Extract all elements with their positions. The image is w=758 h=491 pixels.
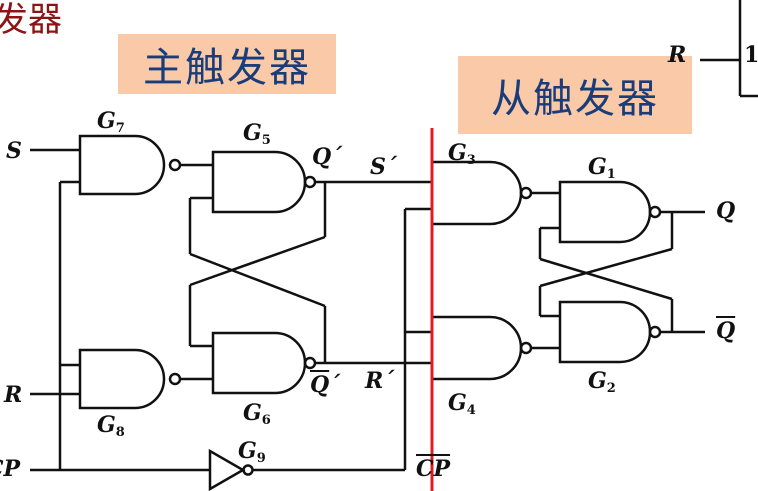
gate-g2 <box>558 300 652 364</box>
signal-r-prime-label: R´ <box>365 368 395 394</box>
signal-s-prime-label: S´ <box>370 154 397 180</box>
slave-flipflop-text: 从触发器 <box>491 76 659 122</box>
gate-g2-label: G2 <box>588 368 616 396</box>
gate-g7-label: G7 <box>97 108 125 136</box>
gate-g4-label: G4 <box>448 390 476 418</box>
gate-g8-label: G8 <box>97 412 125 440</box>
gate-g7-bubble <box>168 158 182 172</box>
master-flipflop-label: 主触发器 <box>118 34 336 94</box>
gate-g4 <box>430 315 523 381</box>
gate-g8 <box>78 348 166 410</box>
gate-g7 <box>78 134 166 196</box>
gate-g2-bubble <box>648 325 662 339</box>
signal-qbar-prime-label: Q´ <box>310 372 341 398</box>
signal-cpbar-label: CP <box>416 456 451 482</box>
gate-g1-label: G1 <box>588 154 616 182</box>
gate-g9-label: G9 <box>238 438 266 466</box>
gate-g5-bubble <box>303 175 317 189</box>
gate-g1-bubble <box>648 205 662 219</box>
input-r-right-label: R <box>668 42 687 68</box>
gate-g6-label: G6 <box>243 400 271 428</box>
input-r-label: R <box>4 382 23 408</box>
gate-g3 <box>430 160 523 226</box>
gate-g5 <box>211 150 307 214</box>
input-one-right-label: 1 <box>744 42 758 68</box>
output-q-label: Q <box>716 198 736 224</box>
gate-g4-bubble <box>519 341 533 355</box>
input-cp-label: CP <box>0 456 21 482</box>
gate-g6-bubble <box>303 356 317 370</box>
master-flipflop-text: 主触发器 <box>143 45 311 91</box>
slave-flipflop-label: 从触发器 <box>458 56 692 134</box>
output-qbar-label: Q <box>716 318 736 344</box>
page-title-fragment: 发器 <box>0 0 62 40</box>
gate-g1 <box>558 180 652 244</box>
input-s-label: S <box>6 138 22 164</box>
gate-g6 <box>211 331 307 395</box>
gate-g9-bubble <box>242 464 254 476</box>
gate-g5-label: G5 <box>243 120 271 148</box>
signal-q-prime-label: Q´ <box>312 144 343 170</box>
gate-g8-bubble <box>168 372 182 386</box>
gate-g3-bubble <box>519 186 533 200</box>
gate-g3-label: G3 <box>448 140 476 168</box>
